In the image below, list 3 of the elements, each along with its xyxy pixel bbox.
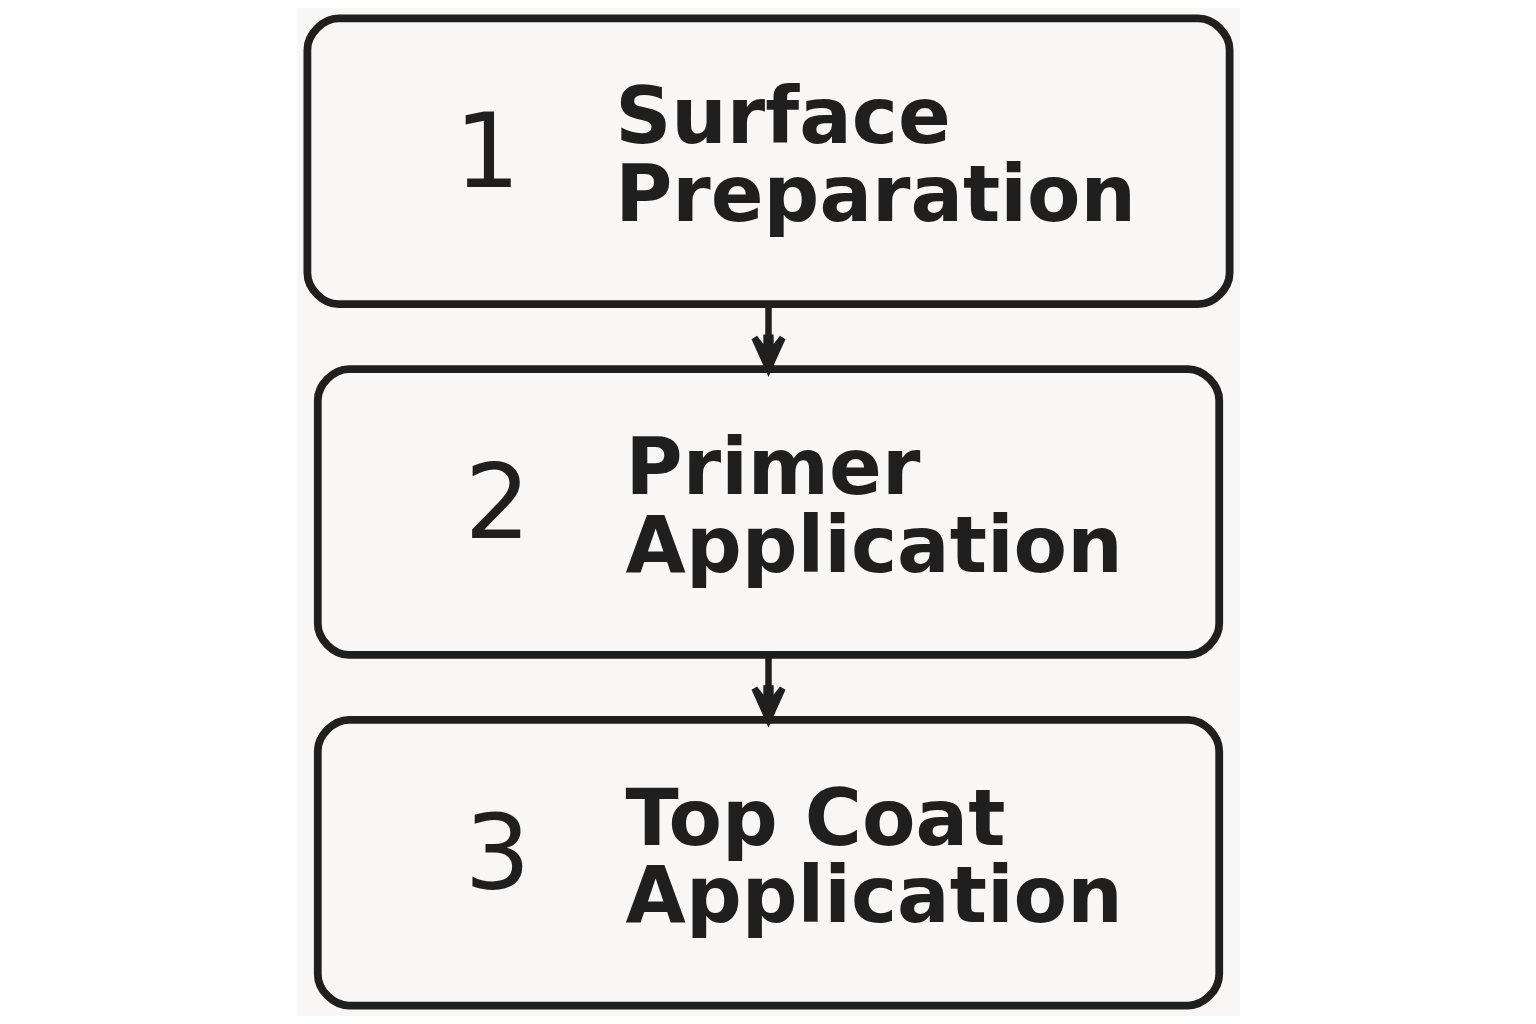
- node-box: 3 Top Coat Application: [313, 715, 1223, 1010]
- node-box: 2 Primer Application: [313, 365, 1223, 659]
- node-box: 1 Surface Preparation: [303, 14, 1233, 309]
